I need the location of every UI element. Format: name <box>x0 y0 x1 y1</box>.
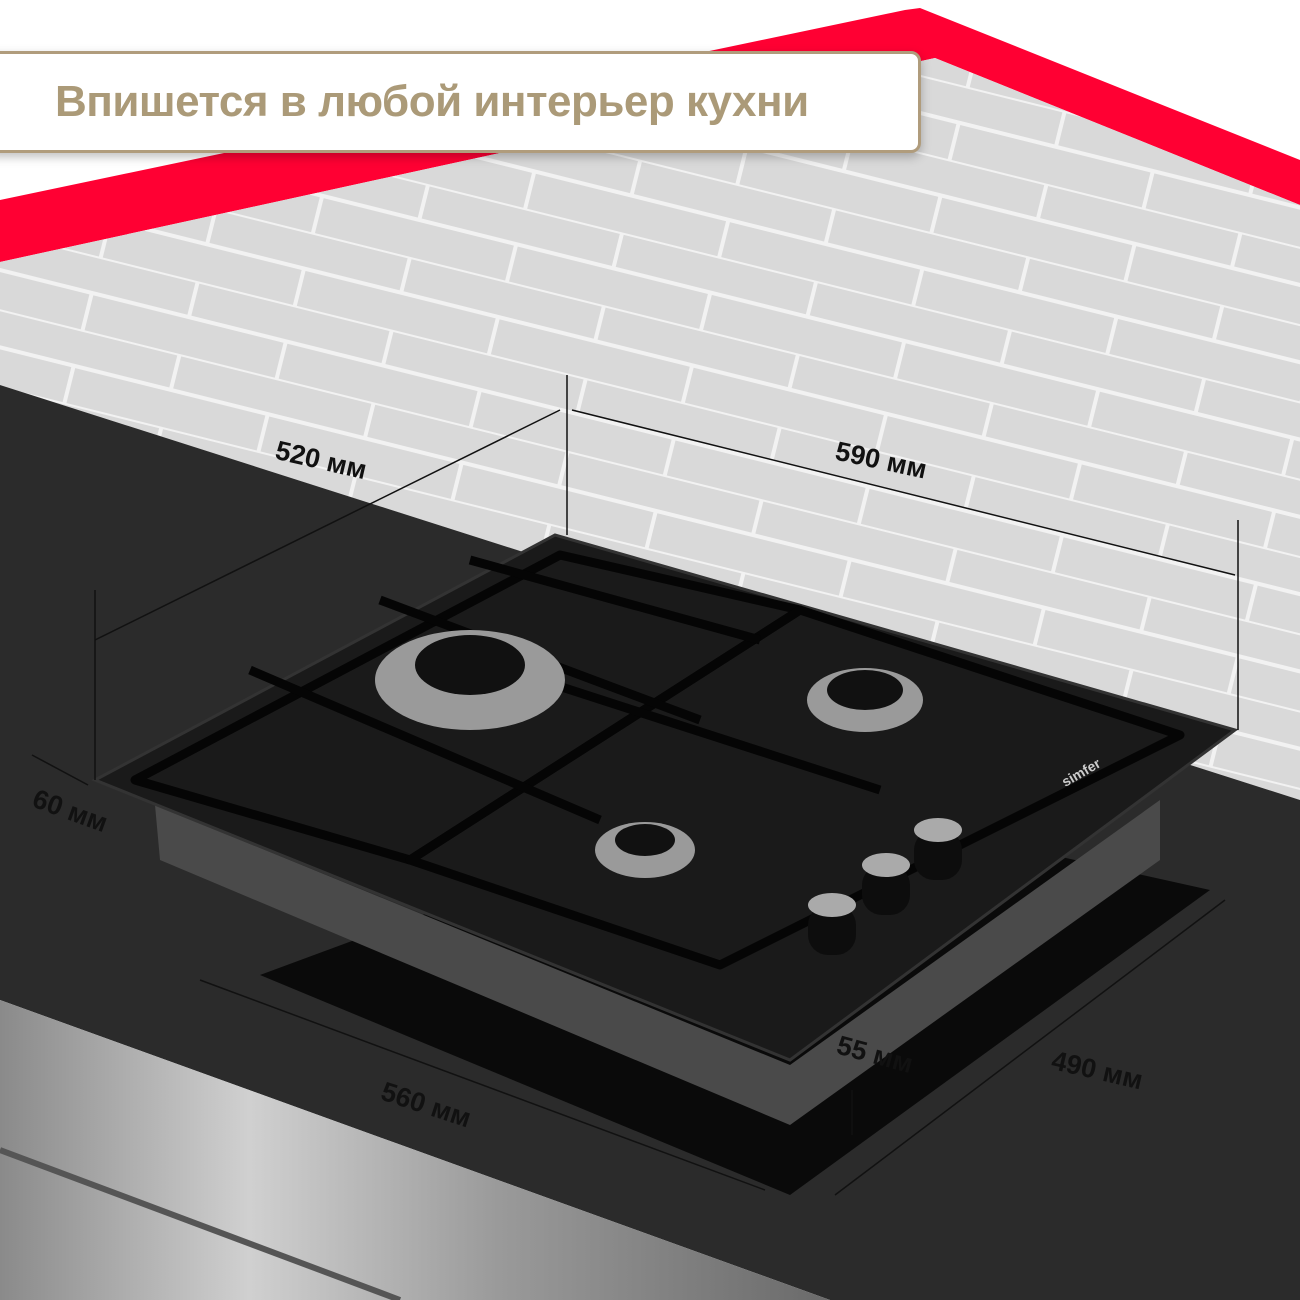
knob-2 <box>862 853 910 915</box>
burner-right <box>807 668 923 732</box>
knob-1 <box>808 893 856 955</box>
control-knobs <box>808 818 962 955</box>
burner-large <box>375 630 565 730</box>
hob-side <box>155 800 1160 1125</box>
title-banner: Впишется в любой интерьер кухни <box>0 51 921 153</box>
page-title: Впишется в любой интерьер кухни <box>55 77 809 126</box>
red-banner-shape <box>0 8 1300 262</box>
burner-front <box>595 822 695 878</box>
dimension-lines <box>31 375 1239 1196</box>
knob-3 <box>914 818 962 880</box>
cabinet-seam <box>0 1147 402 1300</box>
